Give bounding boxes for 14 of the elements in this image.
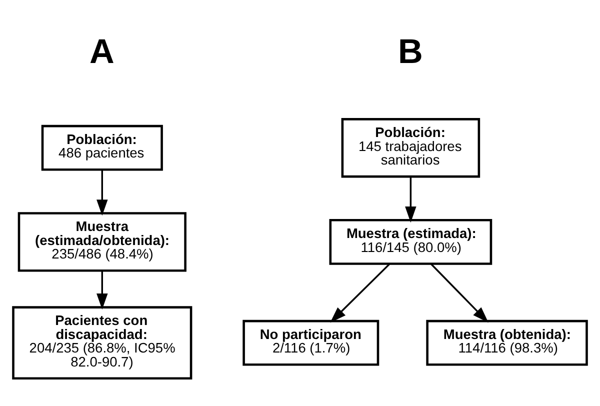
arrow: [405, 176, 416, 222]
node-box: Pacientes con discapacidad: 204/235 (86.8%, IC95% 82.0-90.7): [12, 306, 192, 380]
arrow: [96, 270, 108, 310]
label: A: [90, 32, 114, 70]
node-box: Muestra (estimada/obtenida): 235/486 (48.4%): [18, 212, 186, 272]
node-box: Población: 486 pacientes: [41, 124, 163, 170]
label: B: [398, 32, 423, 70]
node-box: Muestra (estimada): 116/145 (80.0%): [329, 218, 492, 264]
arrow: [430, 262, 488, 322]
node-box: Población: 145 trabajadores sanitarios: [341, 118, 480, 178]
arrow: [96, 169, 108, 216]
arrow: [330, 262, 390, 322]
node-box: Muestra (obtenida): 114/116 (98.3%): [426, 319, 588, 366]
node-box: No participaron 2/116 (1.7%): [242, 319, 380, 366]
